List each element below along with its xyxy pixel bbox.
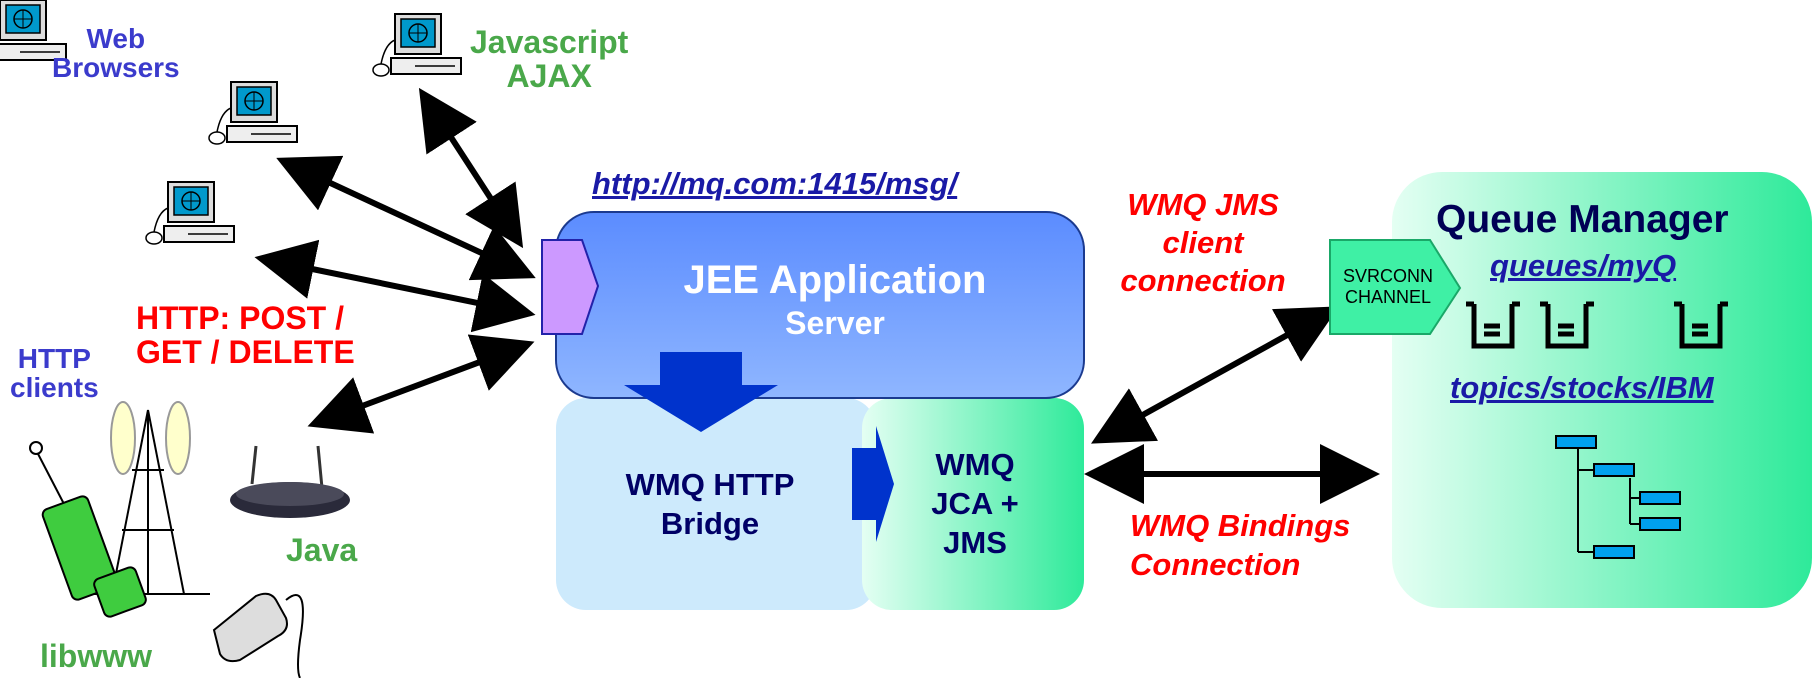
computer-icon-browser-1 [208,81,298,145]
web-browsers-label: Web Browsers [52,23,180,84]
queue-manager-box [1392,172,1812,608]
endpoint-tab [541,239,600,335]
javascript-ajax-label: Javascript AJAX [470,24,629,94]
queue-icon-2 [1540,301,1594,349]
down-arrow-icon [624,352,778,432]
libwww-label: libwww [40,638,152,674]
topic-tree-icon [1555,435,1681,559]
bridge-box [556,398,876,610]
http-methods-label: HTTP: POST / GET / DELETE [136,300,355,370]
endpoint-url-link[interactable]: http://mq.com:1415/msg/ [592,166,958,201]
java-label: Java [286,532,358,568]
queues-link[interactable]: queues/myQ [1490,248,1677,283]
client-arrows [254,87,1380,504]
jee-server-title-text: JEE Application [683,258,987,302]
queue-icons [1466,301,1728,349]
router-icon [230,445,350,518]
computer-icon-ajax [372,13,462,77]
bindings-connection-label: WMQ Bindings Connection [1130,508,1351,583]
jca-box [862,398,1084,610]
http-clients-label: HTTP clients [10,343,99,404]
jms-client-connection-label: WMQ JMS client connection [1120,187,1286,298]
svrconn-channel-label: SVRCONN CHANNEL [1342,266,1433,307]
queue-icon-3 [1674,301,1728,349]
queue-icon-1 [1466,301,1520,349]
jee-server-title: JEE Application Server [600,258,1070,342]
barcode-scanner-icon [212,592,304,678]
queue-manager-title: Queue Manager [1436,198,1729,241]
svrconn-channel-shape [1329,239,1462,335]
wmq-http-bridge-label: WMQ HTTP Bridge [625,467,795,541]
right-arrow-icon [852,426,894,542]
topics-link[interactable]: topics/stocks/IBM [1450,370,1714,405]
computer-icon-browser-2 [145,181,235,245]
computer-icon [0,0,67,61]
mobile-phone-icon [29,441,147,618]
jee-server-subtitle-text: Server [785,305,885,341]
wmq-jca-jms-label: WMQ JCA + JMS [931,447,1019,560]
